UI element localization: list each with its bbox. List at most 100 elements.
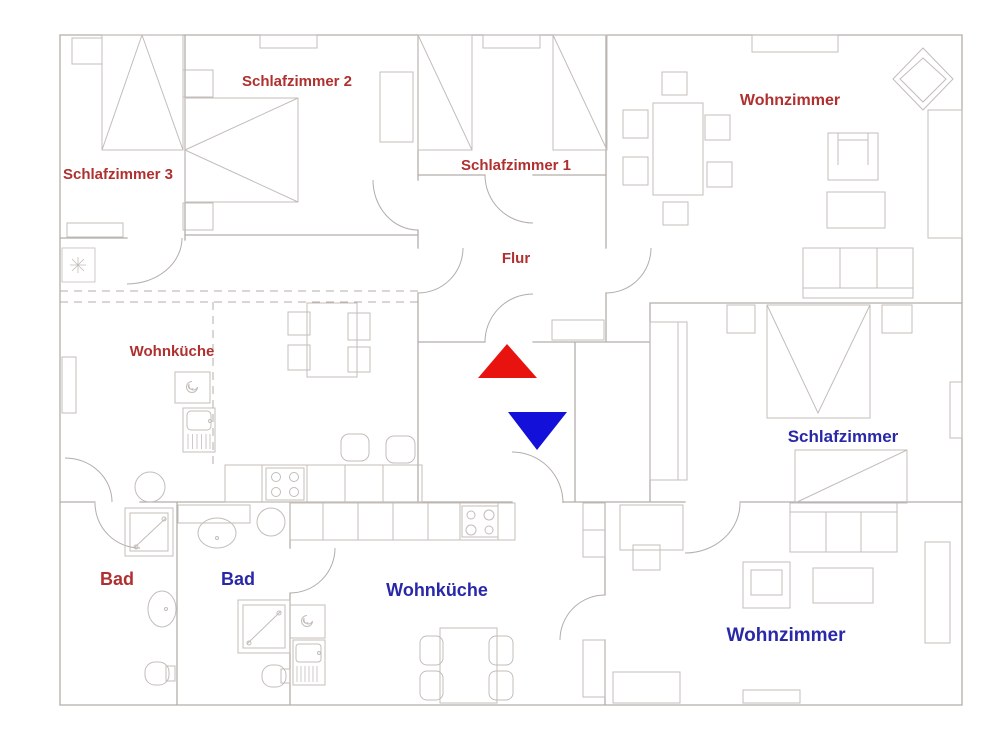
dining-chairs [622, 71, 733, 226]
chair-icon [287, 344, 311, 371]
kitchen-sink-icon [174, 371, 211, 404]
door-arc [684, 502, 741, 554]
schlafzimmer-right-furniture [649, 304, 963, 504]
chair-icon [419, 670, 444, 701]
kitchen-chairs [287, 311, 371, 373]
kitchen-counter-icon [224, 464, 423, 503]
sink-unit-icon [292, 639, 326, 686]
room-wohnzimmer-lower [605, 503, 962, 705]
schlafzimmer-2-furniture [182, 34, 414, 231]
chair-icon [622, 109, 649, 139]
daybed-icon [794, 449, 908, 504]
dresser-icon [66, 222, 124, 238]
door-arc [372, 179, 419, 231]
chair-icon [488, 670, 514, 701]
door-arc [484, 174, 534, 224]
sideboard-icon [742, 689, 801, 704]
sink-unit-icon [182, 407, 216, 453]
chair-icon [661, 71, 688, 96]
shelf-icon [924, 541, 951, 644]
door-arc [289, 547, 336, 594]
room-schlafzimmer-3 [60, 35, 185, 238]
schlafzimmer-3-furniture [61, 34, 184, 283]
washing-machine-icon [256, 507, 286, 537]
room-label-wohnzimmer-lower: Wohnzimmer [727, 625, 847, 646]
door-arc [605, 247, 652, 294]
schlafzimmer-1-furniture [417, 34, 608, 151]
bed-icon [184, 97, 299, 203]
sideboard-icon [259, 34, 318, 49]
round-table-icon [134, 471, 166, 503]
room-label-bad-left: Bad [100, 569, 134, 589]
room-bad-right [177, 503, 290, 705]
nightstand-icon [881, 304, 913, 334]
radiator-icon [61, 356, 77, 414]
door-arc [559, 594, 606, 641]
shower-icon [124, 507, 174, 557]
dining-table-icon [652, 102, 704, 196]
kitchen-chairs [419, 635, 514, 701]
kitchen-sink-icon [289, 604, 326, 639]
cupboard-icon [582, 639, 606, 698]
shelf-icon [482, 34, 541, 49]
chair-icon [385, 435, 416, 464]
room-schlafzimmer-right [650, 303, 962, 502]
desk-icon [619, 504, 684, 551]
radiator-icon [949, 381, 963, 439]
single-bed-icon [552, 34, 608, 151]
toilet-icon [144, 661, 176, 686]
bad-right-furniture [177, 504, 291, 688]
room-label-schlafzimmer-1: Schlafzimmer 1 [461, 157, 571, 174]
kitchen-table-icon [439, 627, 498, 704]
kitchen-counter-icon [289, 502, 516, 541]
double-bed-icon [766, 304, 871, 419]
chair-icon [347, 346, 371, 373]
wardrobe-icon [379, 71, 414, 143]
armchair-icon [742, 561, 791, 609]
stairs-down-arrow [508, 412, 567, 450]
stove-icon [461, 505, 499, 538]
door-arc [126, 237, 183, 285]
chair-icon [706, 161, 733, 188]
wohnzimmer-upper-furniture [622, 34, 963, 299]
cupboard-icon [582, 502, 606, 558]
toilet-icon [261, 664, 291, 688]
nightstand-icon [726, 304, 756, 334]
room-wohnkueche-lower [290, 503, 605, 705]
sideboard-icon [751, 34, 839, 53]
chair-icon [347, 312, 371, 341]
door-arc [484, 293, 534, 343]
room-bad-left [60, 503, 177, 705]
stairs-up-arrow [478, 344, 537, 378]
bed-icon [101, 34, 184, 151]
single-bed-icon [417, 34, 473, 151]
chair-icon [287, 311, 311, 336]
room-label-wohnzimmer-upper: Wohnzimmer [740, 92, 840, 109]
chair-icon [704, 114, 731, 141]
hall-cabinet-icon [551, 319, 605, 341]
chair-icon [632, 544, 661, 571]
coffee-table-icon [812, 567, 874, 604]
doors [64, 174, 741, 641]
room-wohnkueche-upper [60, 238, 418, 502]
sofa-icon [789, 502, 898, 553]
nightstand-icon [182, 69, 214, 98]
door-arc [64, 457, 113, 503]
armchair-icon [827, 132, 879, 181]
nightstand-icon [182, 202, 214, 231]
door-arc [511, 451, 564, 504]
coffee-table-icon [826, 191, 886, 229]
room-schlafzimmer-2 [185, 35, 418, 235]
door-arc [417, 247, 464, 294]
room-label-schlafzimmer-right: Schlafzimmer [788, 427, 899, 446]
room-label-wohnkueche-lower: Wohnküche [386, 580, 488, 600]
washbasin-icon [147, 590, 177, 628]
room-label-flur: Flur [502, 250, 530, 267]
bad-left-furniture [124, 507, 177, 686]
wohnzimmer-lower-furniture [612, 502, 951, 704]
chair-icon [419, 635, 444, 666]
chair-icon [622, 156, 649, 186]
room-labels: Schlafzimmer 3 Schlafzimmer 2 Schlafzimm… [63, 73, 899, 646]
shelf-icon [177, 504, 251, 524]
